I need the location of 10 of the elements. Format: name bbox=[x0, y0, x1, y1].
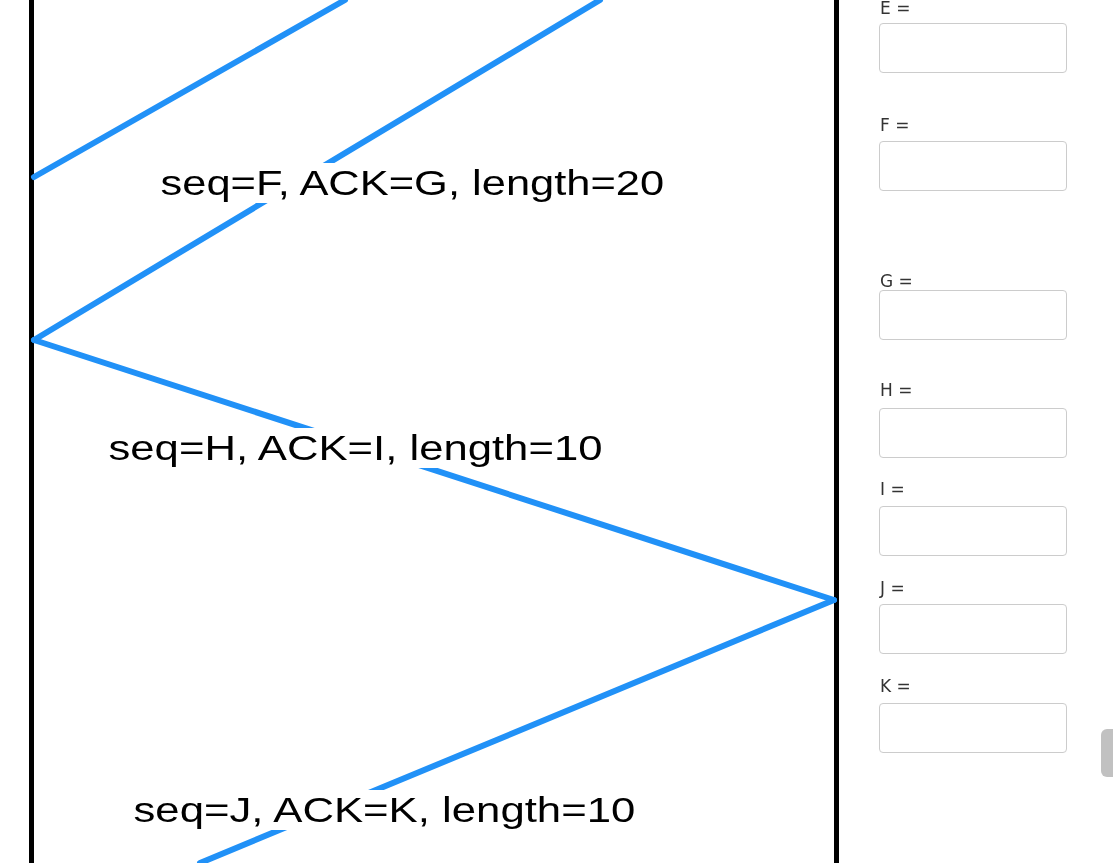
message-line bbox=[31, 0, 348, 180]
field-label: G = bbox=[880, 271, 913, 291]
field-label: E = bbox=[880, 0, 911, 18]
field-label: I = bbox=[880, 479, 905, 499]
field-label: J = bbox=[880, 578, 905, 598]
lifeline bbox=[29, 0, 34, 863]
field-label: K = bbox=[880, 676, 911, 696]
field-label: H = bbox=[880, 380, 913, 400]
field-label: F = bbox=[880, 115, 910, 135]
lifeline bbox=[834, 0, 839, 863]
